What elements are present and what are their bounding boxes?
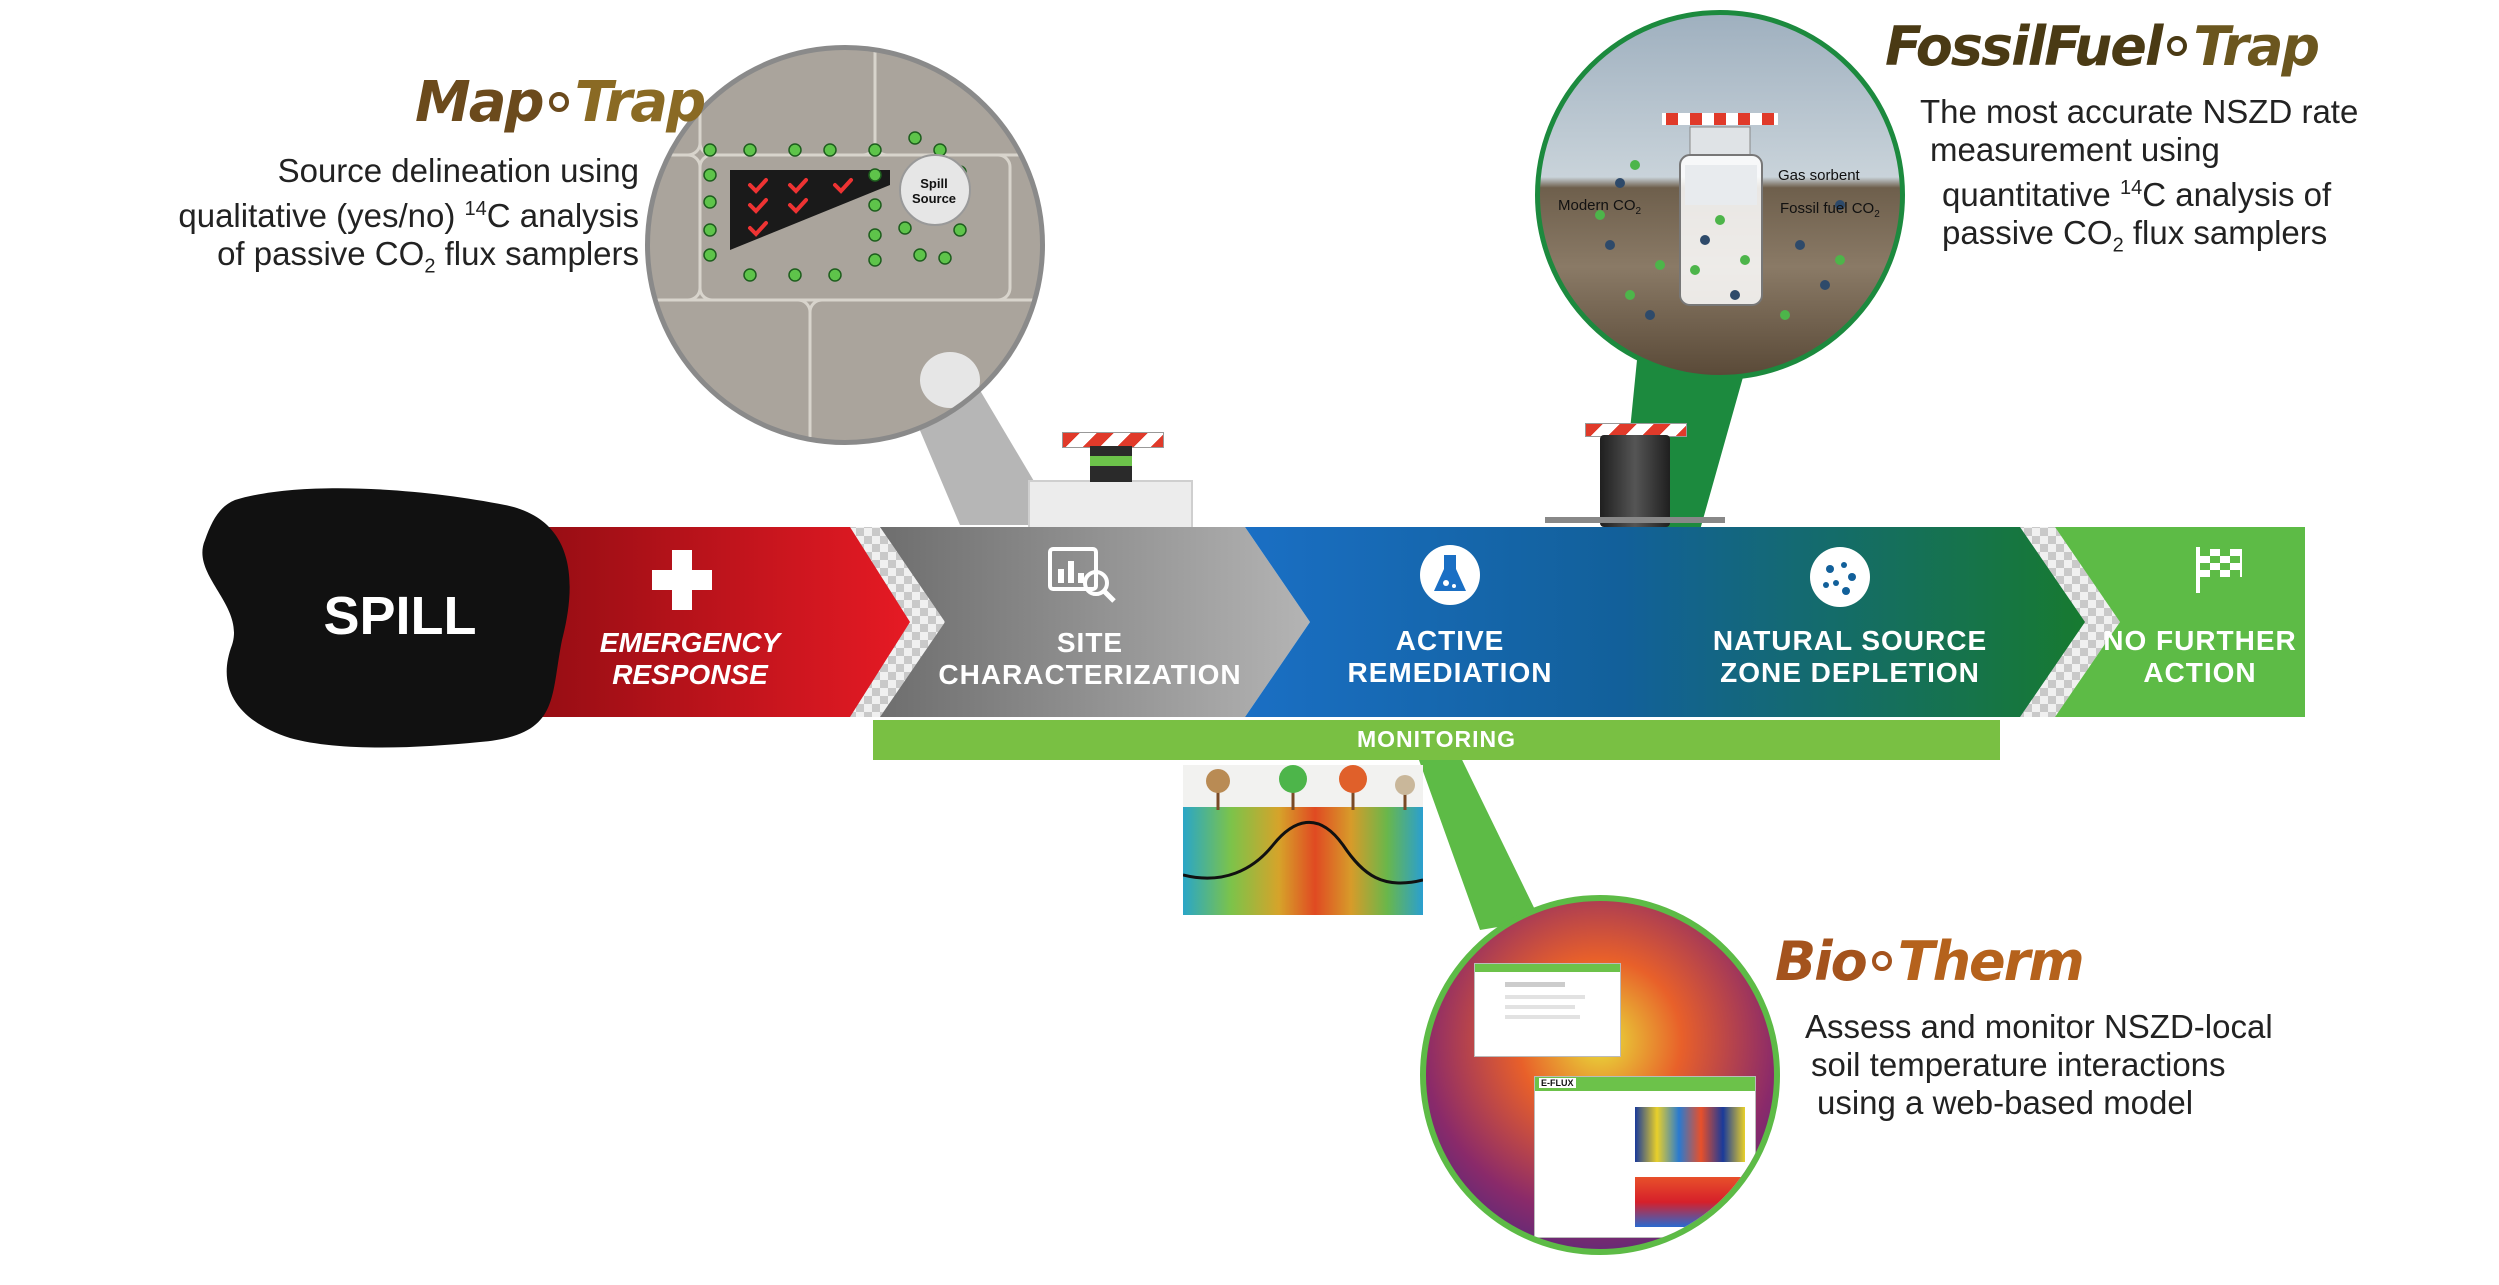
fossil-desc-line1: The most accurate NSZD rate	[1920, 93, 2359, 130]
sampler-base-plate	[1028, 480, 1193, 530]
app-heatmap-top	[1635, 1107, 1745, 1162]
modern-co2-sub: 2	[1635, 206, 1642, 217]
eflux-logo: E-FLUX	[1539, 1078, 1576, 1088]
fossilfueltrap-brand: FossilFuel Trap	[1885, 15, 2320, 78]
soil-section-graphic	[1183, 765, 1423, 885]
spill-source-callout: Spill Source	[894, 176, 974, 206]
maptrap-brand: Map Trap	[415, 70, 707, 135]
seam-red-gray	[845, 527, 945, 717]
stage-site-line2: CHARACTERIZATION	[938, 659, 1242, 690]
maptrap-desc-line2-a: qualitative (yes/no)	[178, 197, 465, 234]
stage-nszd-label: NATURAL SOURCE ZONE DEPLETION	[1690, 625, 2010, 689]
sampler-body	[1090, 446, 1132, 482]
stage-emergency-line2: RESPONSE	[612, 659, 768, 690]
fossil-desc-line3: quantitative 14C analysis of	[1920, 169, 2358, 214]
biotherm-brand-b: Therm	[1897, 930, 2085, 993]
medical-cross-icon	[652, 550, 712, 610]
maptrap-desc-line2: qualitative (yes/no) 14C analysis	[178, 190, 639, 235]
segment-site	[880, 527, 1310, 717]
fossil-desc-line4-b: flux samplers	[2123, 214, 2328, 251]
stage-nszd-line1: NATURAL SOURCE	[1712, 625, 1988, 656]
spill-source-line1: Spill	[920, 176, 948, 191]
gas-sorbent-label: Gas sorbent	[1778, 167, 1860, 184]
fossil-co2-text: Fossil fuel CO	[1780, 200, 1875, 217]
monitoring-bar	[873, 720, 2000, 760]
modern-co2-label: Modern CO2	[1558, 197, 1641, 217]
fossil-brand-a: FossilFuel	[1885, 15, 2163, 78]
modern-co2-text: Modern CO	[1558, 197, 1636, 214]
maptrap-desc-line3-b: flux samplers	[435, 235, 639, 272]
fossil-sup-14: 14	[2119, 177, 2143, 199]
maptrap-sup-14: 14	[464, 198, 487, 220]
fossil-sampler-photo: Gas sorbent Modern CO2 Fossil fuel CO2	[1535, 10, 1905, 380]
maptrap-brand-b: Trap	[574, 70, 707, 135]
stage-nfa-line1: NO FURTHER	[2103, 625, 2297, 656]
fossil-desc-line4-a: passive CO	[1942, 214, 2113, 251]
biotherm-desc-line2: soil temperature interactions	[1811, 1046, 2226, 1083]
spill-source-line2: Source	[911, 191, 957, 206]
flask-icon	[1420, 545, 1480, 605]
stage-emergency-line1: EMERGENCY	[599, 627, 781, 658]
fossil-desc-line3-a: quantitative	[1942, 176, 2120, 213]
maptrap-site-map: Spill Source	[645, 45, 1045, 445]
fossil-sampler-body	[1600, 435, 1670, 527]
app-window-front: E-FLUX	[1534, 1076, 1756, 1238]
fossil-co2-label: Fossil fuel CO2	[1780, 200, 1880, 220]
fossil-photo-graphic	[1595, 113, 1845, 320]
maptrap-description: Source delineation using qualitative (ye…	[178, 152, 639, 286]
fossil-desc-line3-b: C analysis of	[2142, 176, 2332, 213]
monitoring-label: MONITORING	[1356, 726, 1517, 752]
spill-label: SPILL	[323, 586, 477, 646]
fossil-desc-line2: measurement using	[1930, 131, 2220, 168]
stage-nszd-line2: ZONE DEPLETION	[1720, 657, 1980, 688]
brand-dot-icon	[548, 91, 569, 112]
spill-blob	[202, 488, 570, 748]
maptrap-desc-line3-a: of passive CO	[217, 235, 425, 272]
biotherm-desc-line3: using a web-based model	[1817, 1084, 2194, 1121]
biotherm-brand-a: Bio	[1775, 930, 1868, 993]
fossil-co2-sub: 2	[1874, 209, 1880, 220]
maptrap-desc-line1: Source delineation using	[277, 152, 639, 189]
soil-temperature-section	[1183, 765, 1423, 915]
maptrap-desc-line2-b: C analysis	[486, 197, 639, 234]
app-heatmap-bottom	[1635, 1177, 1745, 1227]
brand-dot-icon	[2167, 36, 2188, 57]
maptrap-desc-line3: of passive CO2 flux samplers	[178, 235, 639, 286]
app-window-back	[1474, 963, 1621, 1057]
seam-green	[2015, 527, 2120, 717]
biotherm-description: Assess and monitor NSZD-local soil tempe…	[1805, 1008, 2273, 1122]
fossil-sub-2: 2	[2112, 234, 2124, 257]
fossil-description: The most accurate NSZD rate measurement …	[1920, 93, 2358, 265]
soil-particles-icon	[1810, 547, 1870, 607]
biotherm-app-screenshot: E-FLUX	[1420, 895, 1780, 1255]
maptrap-brand-a: Map	[415, 70, 545, 135]
segment-no-further-action	[2055, 527, 2305, 717]
segment-emergency	[500, 527, 910, 717]
fossil-sampler-stand	[1545, 517, 1725, 523]
maptrap-map-graphic	[650, 50, 1040, 440]
stage-active-line1: ACTIVE	[1395, 625, 1505, 656]
analysis-magnifier-icon	[1048, 547, 1116, 603]
biotherm-connector	[1410, 735, 1540, 930]
biotherm-brand: Bio Therm	[1775, 930, 2085, 993]
stage-emergency-label: EMERGENCY RESPONSE	[570, 627, 810, 691]
stage-nfa-label: NO FURTHER ACTION	[2100, 625, 2300, 689]
checkered-flag-icon	[2196, 547, 2242, 593]
maptrap-sub-2: 2	[424, 255, 436, 278]
stage-active-line2: REMEDIATION	[1347, 657, 1553, 688]
stage-nfa-line2: ACTION	[2143, 657, 2257, 688]
stage-site-line1: SITE	[1056, 627, 1124, 658]
stage-active-label: ACTIVE REMEDIATION	[1330, 625, 1570, 689]
fossil-desc-line4: passive CO2 flux samplers	[1920, 214, 2358, 265]
fossil-brand-b: Trap	[2193, 15, 2320, 78]
biotherm-desc-line1: Assess and monitor NSZD-local	[1805, 1008, 2273, 1045]
stage-site-label: SITE CHARACTERIZATION	[930, 627, 1250, 691]
brand-dot-icon	[1871, 951, 1892, 972]
